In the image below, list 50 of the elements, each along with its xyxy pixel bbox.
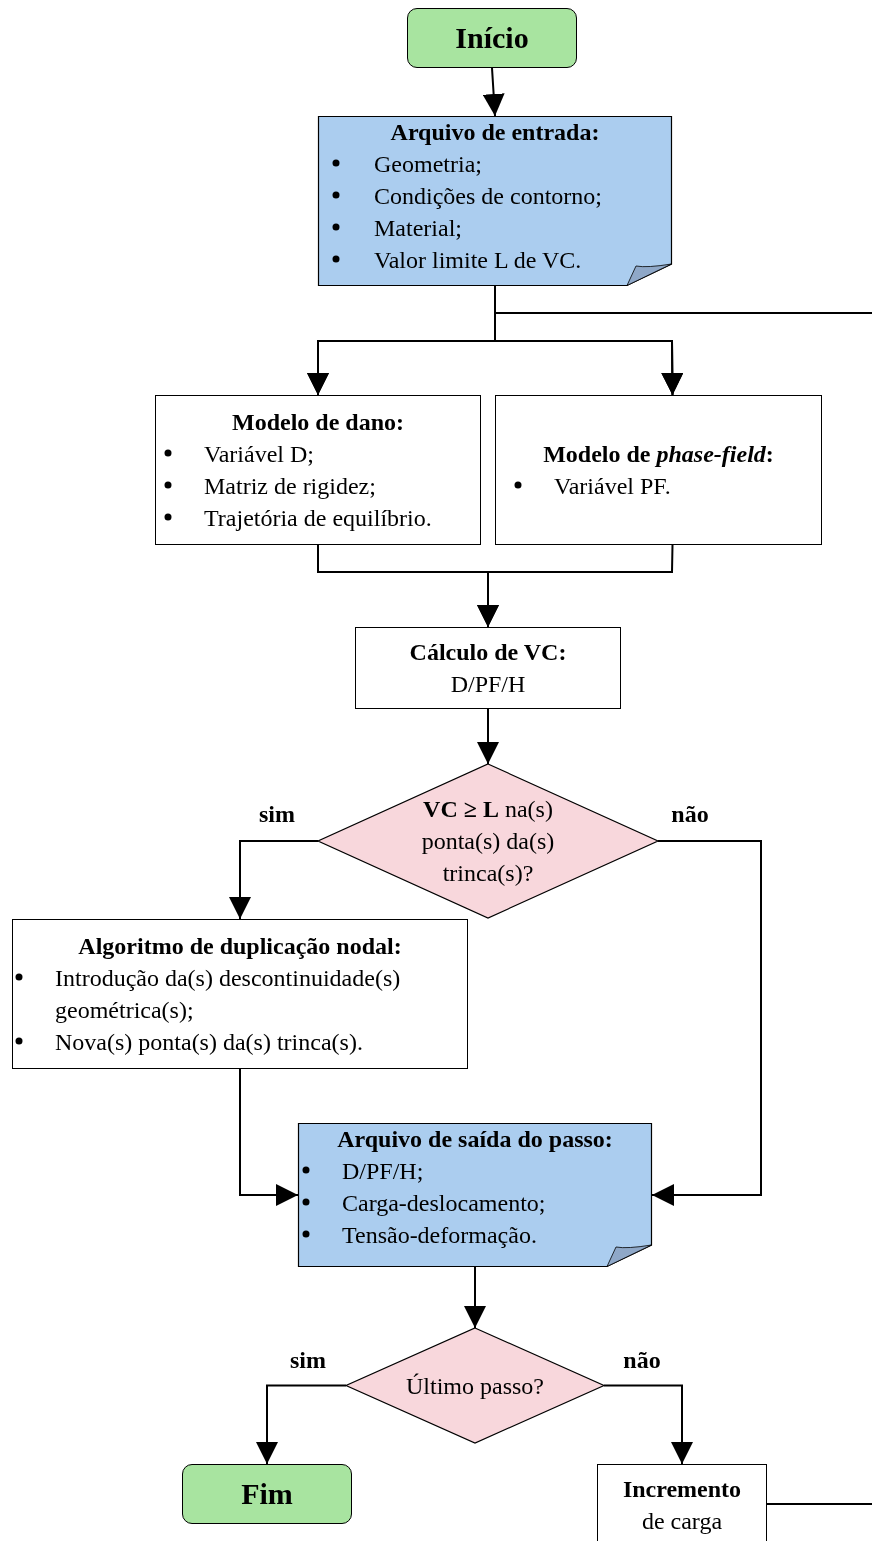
terminal-label: Início bbox=[455, 21, 529, 55]
arrow bbox=[239, 1068, 299, 1206]
document-shape bbox=[318, 116, 672, 286]
decision-diamond bbox=[346, 1328, 604, 1443]
list-item: Trajetória de equilíbrio. bbox=[204, 504, 432, 533]
list-item: Introdução da(s) descontinuidade(s) geométrica(s); bbox=[55, 964, 402, 1025]
document-shape bbox=[298, 1123, 652, 1267]
heading: Modelo de dano: bbox=[231, 408, 405, 437]
terminal-box bbox=[182, 1464, 352, 1524]
edge-label: não bbox=[623, 1346, 661, 1374]
decision-text: VC ≥ L na(s) ponta(s) da(s) trinca(s)? bbox=[420, 795, 556, 888]
edge-label: não bbox=[671, 800, 709, 828]
arrow bbox=[229, 840, 319, 920]
arrow bbox=[477, 544, 674, 628]
edge-label: sim bbox=[290, 1346, 326, 1374]
list-item: D/PF/H; bbox=[342, 1157, 424, 1186]
heading: Algoritmo de duplicação nodal: bbox=[77, 932, 403, 961]
list-item: Condições de contorno; bbox=[374, 182, 602, 211]
decision-diamond bbox=[318, 764, 658, 918]
list-item: Variável D; bbox=[204, 440, 314, 469]
terminal-box bbox=[407, 8, 577, 68]
heading: Cálculo de VC: bbox=[408, 638, 568, 667]
heading: Incremento bbox=[621, 1475, 743, 1504]
arrow bbox=[603, 1384, 693, 1465]
list-item: Carga-deslocamento; bbox=[342, 1189, 546, 1218]
process-box bbox=[495, 395, 822, 545]
heading: Arquivo de saída do passo: bbox=[336, 1125, 614, 1154]
terminal-label: Fim bbox=[241, 1477, 293, 1511]
list-item: Geometria; bbox=[374, 150, 482, 179]
body-text: D/PF/H bbox=[449, 670, 527, 699]
list-item: Variável PF. bbox=[554, 472, 671, 501]
process-box bbox=[355, 627, 621, 709]
arrow bbox=[256, 1384, 347, 1465]
arrow bbox=[482, 67, 505, 117]
list-item: Tensão-deformação. bbox=[342, 1221, 537, 1250]
body-text: de carga bbox=[640, 1507, 724, 1536]
list-item: Nova(s) ponta(s) da(s) trinca(s). bbox=[55, 1028, 363, 1057]
list-item: Valor limite L de VC. bbox=[374, 246, 582, 275]
list-item: Matriz de rigidez; bbox=[204, 472, 376, 501]
arrow bbox=[651, 840, 762, 1206]
decision-text: Último passo? bbox=[406, 1371, 544, 1401]
arrow bbox=[477, 708, 499, 765]
heading: Modelo de phase-field: bbox=[542, 440, 775, 469]
process-box bbox=[597, 1464, 767, 1541]
process-box bbox=[12, 919, 468, 1069]
arrow bbox=[464, 1266, 486, 1329]
edge-label: sim bbox=[259, 800, 295, 828]
process-box bbox=[155, 395, 481, 545]
heading: Arquivo de entrada: bbox=[389, 118, 601, 147]
list-item: Material; bbox=[374, 214, 462, 243]
